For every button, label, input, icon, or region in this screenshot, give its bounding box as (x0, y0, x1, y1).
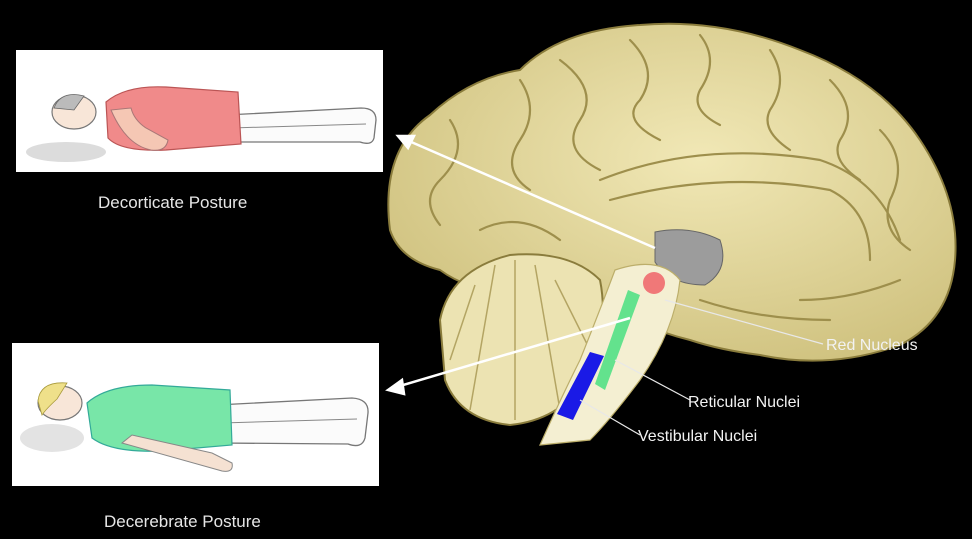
red-nucleus-marker (643, 272, 665, 294)
gyri (428, 33, 912, 322)
red-nucleus-label: Red Nucleus (826, 337, 918, 354)
reticular-nuclei-label: Reticular Nuclei (688, 394, 801, 411)
decerebrate-panel (12, 343, 379, 486)
decerebrate-figure (20, 382, 369, 472)
reticular-marker (595, 290, 640, 390)
decorticate-caption: Decorticate Posture (98, 193, 248, 212)
cerebellum-folia (449, 260, 591, 420)
decorticate-panel (16, 50, 383, 172)
decerebrate-shirt (86, 384, 233, 452)
vestibular-nuclei-label: Vestibular Nuclei (638, 428, 758, 445)
decorticate-figure (26, 86, 377, 162)
label-leaders (579, 299, 824, 436)
vestibular-marker (557, 352, 604, 420)
posture-arrows (385, 134, 656, 396)
decerebrate-caption: Decerebrate Posture (104, 512, 261, 531)
